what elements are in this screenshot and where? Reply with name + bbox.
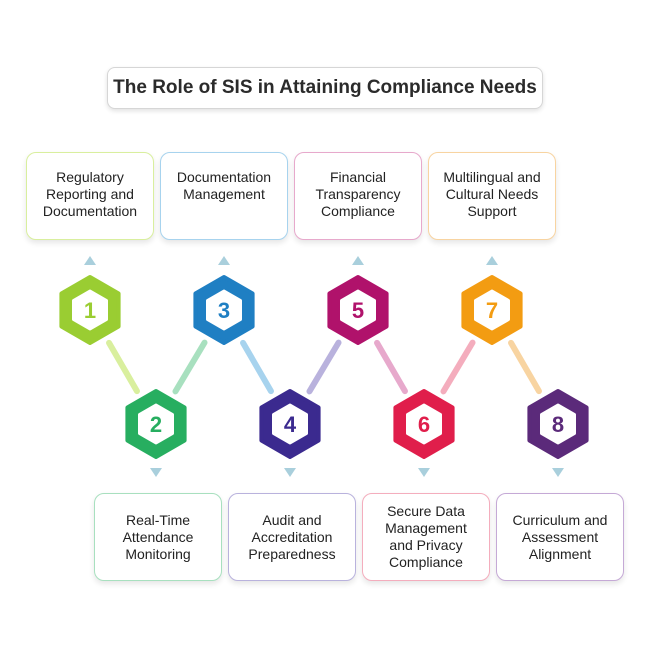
arrow-3-icon bbox=[218, 256, 230, 265]
step-number-8: 8 bbox=[552, 412, 564, 437]
zigzag-connectors bbox=[106, 339, 542, 395]
step-4-card: Audit and Accreditation Preparedness bbox=[228, 493, 356, 581]
hexagon-step-5: 5 bbox=[327, 275, 389, 345]
connector-4-5 bbox=[306, 339, 342, 395]
hexagon-step-7: 7 bbox=[461, 275, 523, 345]
connector-6-7 bbox=[440, 339, 476, 395]
step-8-card: Curriculum and Assessment Alignment bbox=[496, 493, 624, 581]
connector-1-2 bbox=[106, 339, 140, 395]
connector-2-3 bbox=[172, 339, 208, 395]
hexagon-step-6: 6 bbox=[393, 389, 455, 459]
hexagon-inner-8 bbox=[540, 403, 576, 445]
step-number-2: 2 bbox=[150, 412, 162, 437]
hexagon-inner-4 bbox=[272, 403, 308, 445]
step-number-5: 5 bbox=[352, 298, 364, 323]
step-3-card: Documentation Management bbox=[160, 152, 288, 240]
step-2-card: Real-Time Attendance Monitoring bbox=[94, 493, 222, 581]
hexagon-step-2: 2 bbox=[125, 389, 187, 459]
step-6-card: Secure Data Management and Privacy Compl… bbox=[362, 493, 490, 581]
hexagon-step-4: 4 bbox=[259, 389, 321, 459]
arrow-4-icon bbox=[284, 468, 296, 477]
arrow-6-icon bbox=[418, 468, 430, 477]
connector-7-8 bbox=[508, 339, 542, 395]
step-number-4: 4 bbox=[284, 412, 297, 437]
step-number-3: 3 bbox=[218, 298, 230, 323]
hexagon-inner-6 bbox=[406, 403, 442, 445]
arrow-1-icon bbox=[84, 256, 96, 265]
hexagon-inner-2 bbox=[138, 403, 174, 445]
hexagon-inner-3 bbox=[206, 289, 242, 331]
page-title: The Role of SIS in Attaining Compliance … bbox=[107, 67, 543, 109]
pointer-arrows bbox=[84, 256, 564, 477]
step-7-card: Multilingual and Cultural Needs Support bbox=[428, 152, 556, 240]
arrow-8-icon bbox=[552, 468, 564, 477]
hexagon-step-3: 3 bbox=[193, 275, 255, 345]
step-number-7: 7 bbox=[486, 298, 498, 323]
step-number-1: 1 bbox=[84, 298, 96, 323]
hexagon-inner-5 bbox=[340, 289, 376, 331]
hexagon-inner-1 bbox=[72, 289, 108, 331]
connector-3-4 bbox=[240, 339, 274, 395]
connector-5-6 bbox=[374, 339, 408, 395]
step-1-card: Regulatory Reporting and Documentation bbox=[26, 152, 154, 240]
step-hexagons: 1 2 3 4 5 6 7 8 bbox=[59, 275, 589, 459]
hexagon-step-1: 1 bbox=[59, 275, 121, 345]
arrow-7-icon bbox=[486, 256, 498, 265]
step-5-card: Financial Transparency Compliance bbox=[294, 152, 422, 240]
arrow-5-icon bbox=[352, 256, 364, 265]
hexagon-step-8: 8 bbox=[527, 389, 589, 459]
step-number-6: 6 bbox=[418, 412, 430, 437]
arrow-2-icon bbox=[150, 468, 162, 477]
hexagon-inner-7 bbox=[474, 289, 510, 331]
